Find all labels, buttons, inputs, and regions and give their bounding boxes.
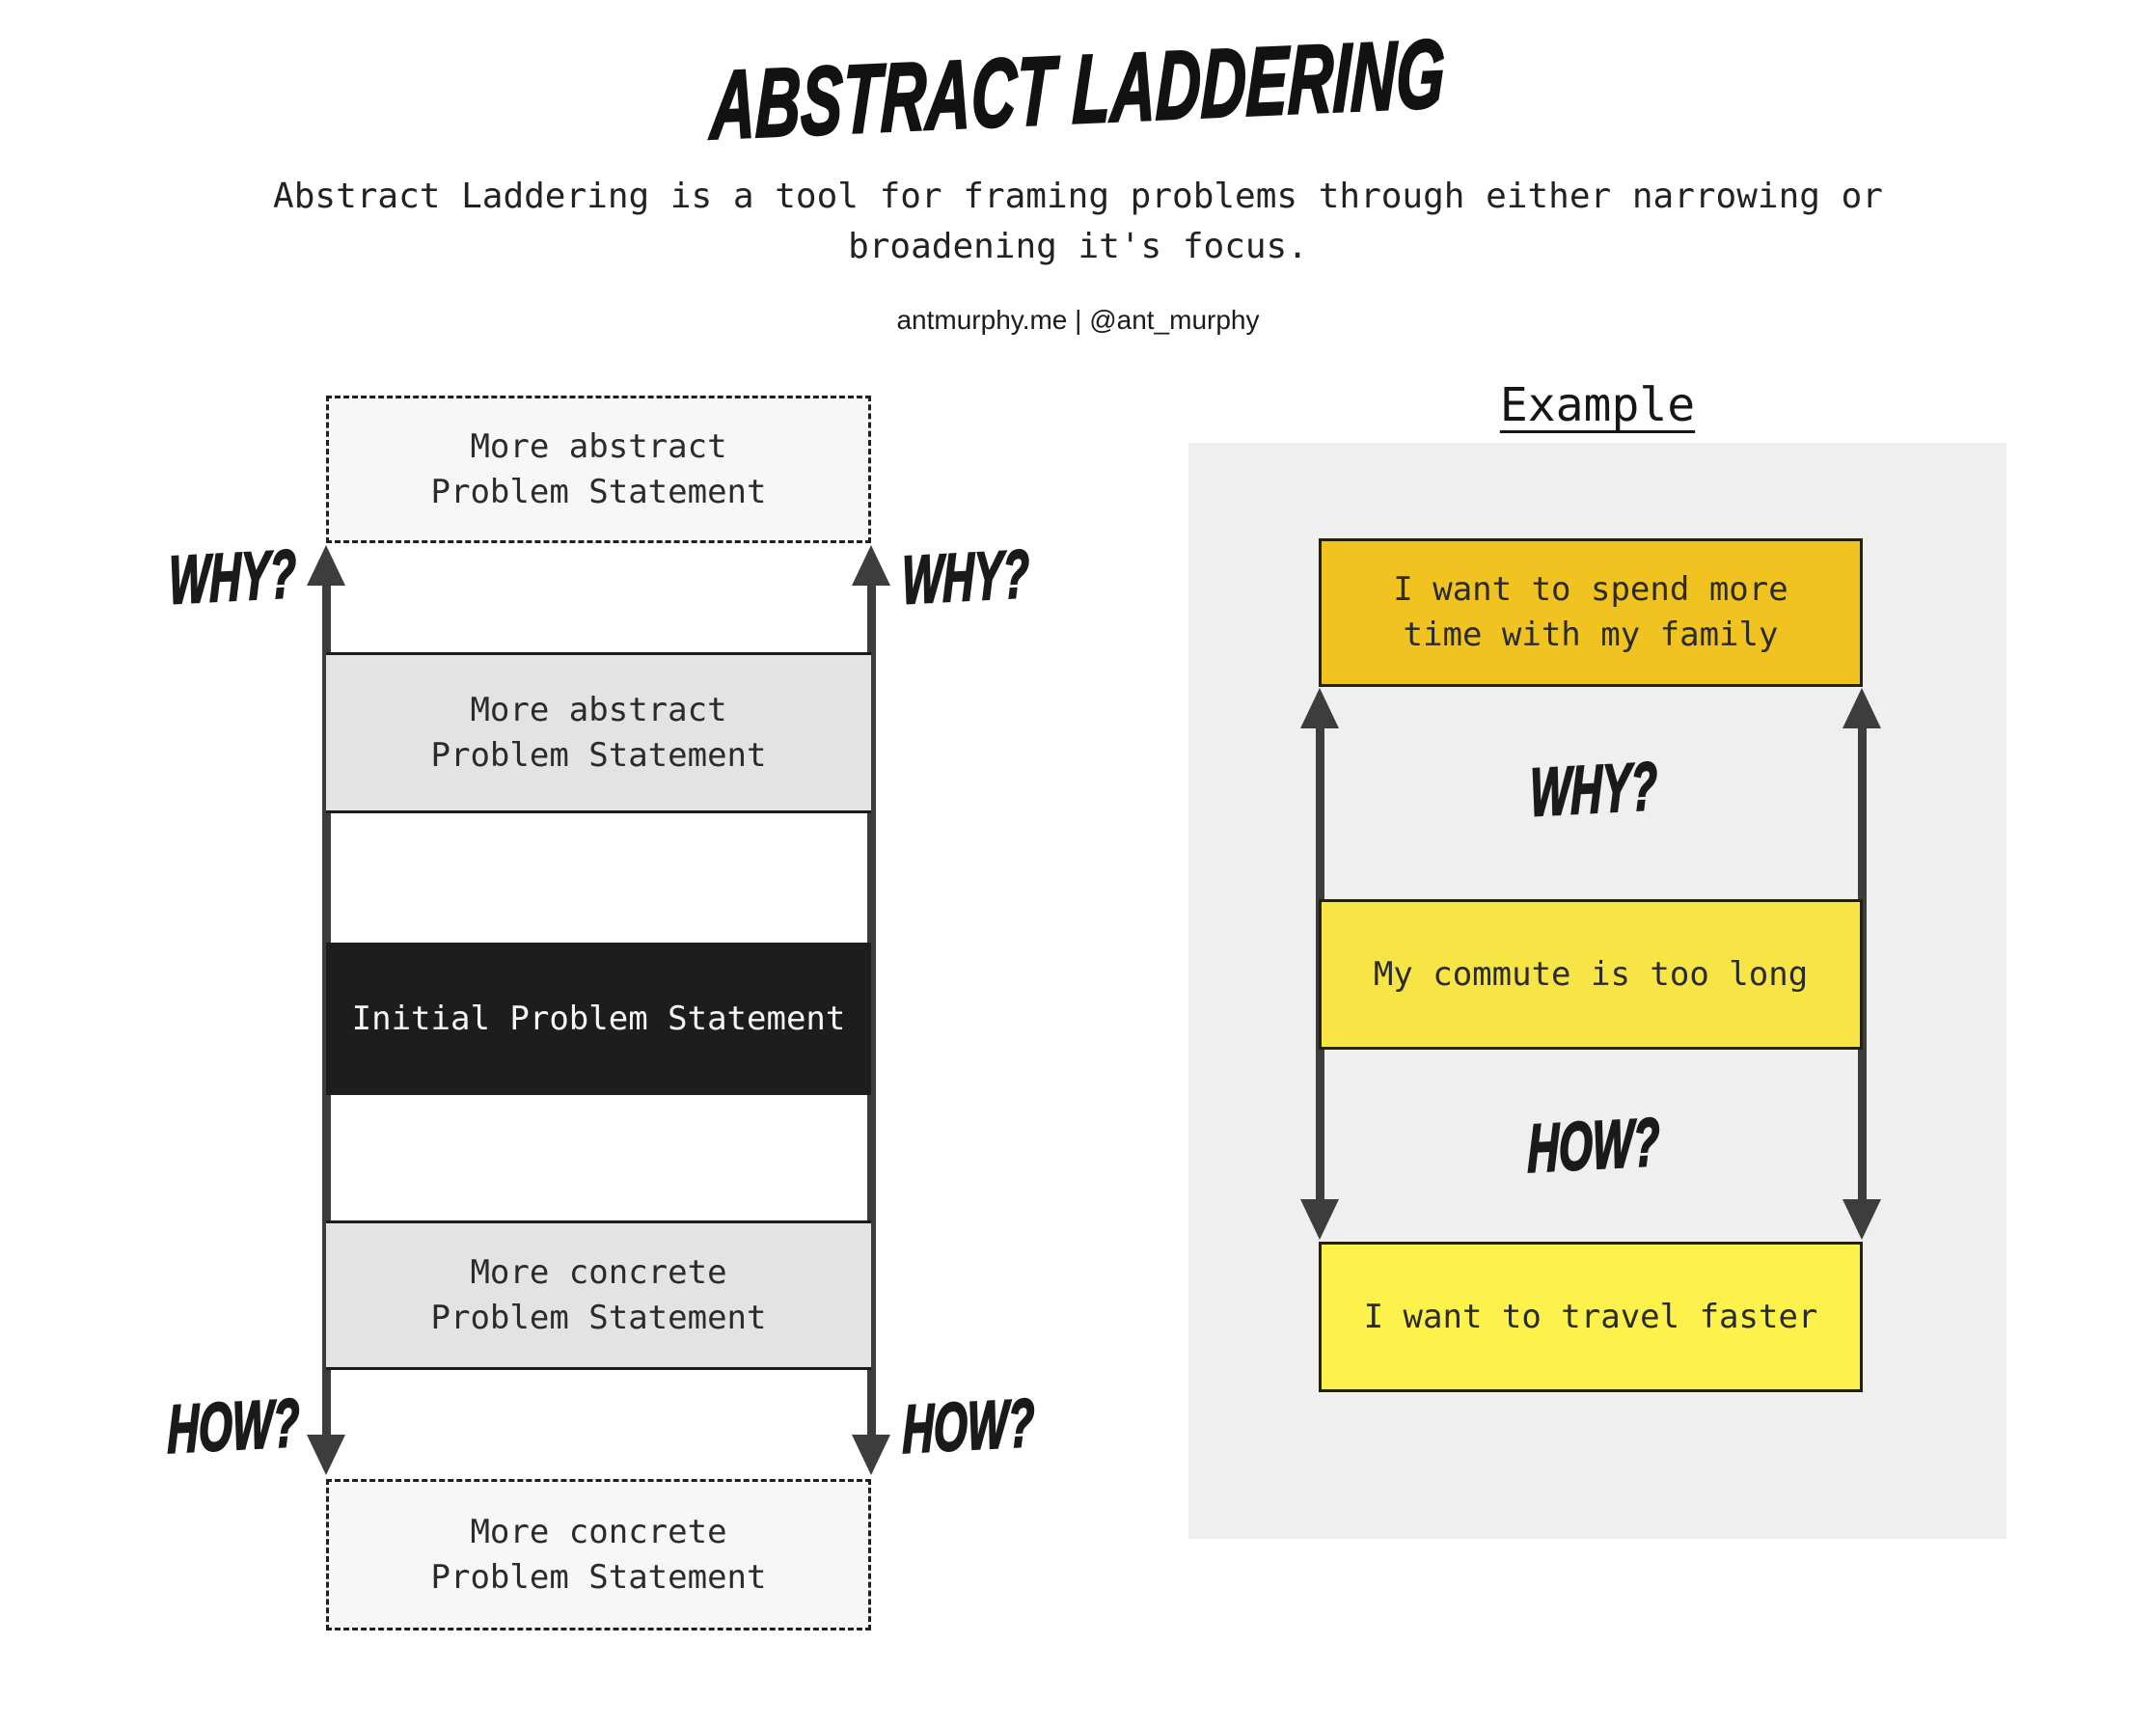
why-label-right: WHY? <box>901 534 1030 618</box>
how-label-left: HOW? <box>167 1384 301 1467</box>
rung-more-concrete-dashed: More concrete Problem Statement <box>326 1479 871 1630</box>
subtitle: Abstract Laddering is a tool for framing… <box>273 177 1883 266</box>
arrowhead-down-icon <box>852 1435 890 1475</box>
example-box-travel: I want to travel faster <box>1319 1242 1863 1392</box>
arrowhead-down-icon <box>1300 1199 1339 1240</box>
why-label-left: WHY? <box>168 534 297 618</box>
example-heading: Example <box>1499 378 1696 432</box>
example-box-commute: My commute is too long <box>1319 899 1863 1050</box>
rung-more-concrete: More concrete Problem Statement <box>326 1220 871 1370</box>
example-how-label: HOW? <box>1527 1103 1661 1187</box>
arrowhead-down-icon <box>1842 1199 1881 1240</box>
rung-more-abstract-dashed: More abstract Problem Statement <box>326 396 871 543</box>
rung-more-abstract: More abstract Problem Statement <box>326 652 871 813</box>
rung-initial-problem: Initial Problem Statement <box>326 943 871 1095</box>
how-label-right: HOW? <box>902 1384 1036 1467</box>
credit-line: antmurphy.me | @ant_murphy <box>896 305 1260 335</box>
arrow-rail <box>867 579 876 1439</box>
arrowhead-down-icon <box>307 1435 345 1475</box>
example-why-label: WHY? <box>1529 747 1658 831</box>
example-box-family: I want to spend more time with my family <box>1319 538 1863 687</box>
page-title: ABSTRACT LADDERING <box>708 18 1447 161</box>
